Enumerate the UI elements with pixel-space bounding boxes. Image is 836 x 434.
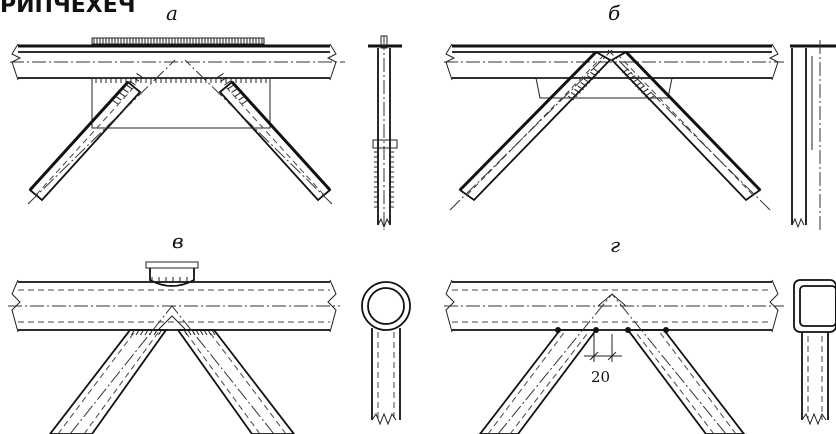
weld-mark	[586, 75, 594, 81]
panel-g: г 20	[444, 233, 836, 434]
header-partial-text: РИПЧЕХЕЧ	[0, 0, 136, 18]
weld-mark	[217, 72, 224, 78]
weld-mark	[158, 329, 162, 336]
weld-mark	[574, 88, 581, 94]
panel-g-label: г	[610, 233, 620, 257]
panel-g-weld-dot	[593, 327, 599, 333]
weld-mark	[195, 329, 200, 336]
panel-g-weld-dot	[663, 327, 669, 333]
panel-a-section	[368, 35, 402, 230]
panel-v-section	[361, 281, 411, 426]
weld-mark	[644, 92, 652, 98]
weld-mark	[593, 68, 600, 74]
panel-g-section	[793, 279, 836, 426]
weld-mark	[241, 99, 249, 105]
weld-mark	[567, 95, 575, 101]
panel-g-weld-dot	[625, 327, 631, 333]
weld-mark	[183, 329, 188, 336]
weld-mark	[238, 95, 245, 101]
weld-mark	[111, 99, 119, 105]
panel-g-weld-dot	[555, 327, 561, 333]
weld-mark	[583, 78, 591, 84]
weld-mark	[631, 78, 639, 84]
panel-g-dimension-value: 20	[591, 368, 610, 386]
panel-a-top-weld	[93, 38, 263, 44]
weld-mark	[131, 329, 135, 336]
weld-mark	[203, 329, 208, 336]
weld-mark	[634, 81, 642, 87]
panel-v-right-diagonal	[176, 329, 296, 434]
weld-mark	[234, 91, 242, 97]
weld-mark	[149, 329, 153, 336]
weld-mark	[227, 84, 235, 90]
weld-mark	[191, 329, 196, 336]
panel-v: в	[8, 229, 411, 434]
weld-mark	[638, 85, 645, 91]
weld-mark	[580, 81, 588, 87]
weld-mark	[118, 91, 126, 97]
panel-v-left-diagonal	[48, 329, 168, 434]
panel-a: а	[10, 1, 402, 230]
weld-mark	[199, 329, 204, 336]
weld-mark	[590, 71, 597, 77]
panel-v-cap-body	[149, 268, 195, 287]
weld-mark	[647, 95, 655, 101]
panel-v-top-cap	[145, 261, 199, 269]
panel-b-gusset	[535, 77, 673, 99]
panel-a-label: а	[166, 1, 178, 25]
weld-mark	[136, 72, 143, 78]
weld-mark	[126, 329, 131, 336]
weld-mark	[132, 76, 140, 82]
weld-mark	[224, 80, 231, 86]
weld-mark	[187, 329, 192, 336]
weld-mark	[129, 80, 136, 86]
panel-b-section	[790, 40, 836, 230]
weld-mark	[125, 84, 133, 90]
weld-mark	[207, 329, 212, 336]
weld-mark	[570, 92, 578, 98]
weld-mark	[641, 88, 648, 94]
weld-mark	[115, 95, 122, 101]
weld-mark	[122, 88, 129, 94]
weld-mark	[211, 329, 216, 336]
weld-mark	[577, 85, 584, 91]
panel-b-label: б	[608, 1, 621, 25]
weld-mark	[135, 329, 140, 336]
weld-mark	[144, 329, 149, 336]
panel-g-dimension: 20	[584, 334, 622, 386]
weld-mark	[625, 71, 632, 77]
weld-mark	[140, 329, 144, 336]
weld-mark	[622, 68, 629, 74]
weld-mark	[153, 329, 158, 336]
panel-b: б	[444, 1, 836, 230]
weld-mark	[220, 76, 228, 82]
weld-mark	[231, 88, 238, 94]
panel-v-label: в	[172, 229, 184, 253]
weld-mark	[628, 75, 636, 81]
